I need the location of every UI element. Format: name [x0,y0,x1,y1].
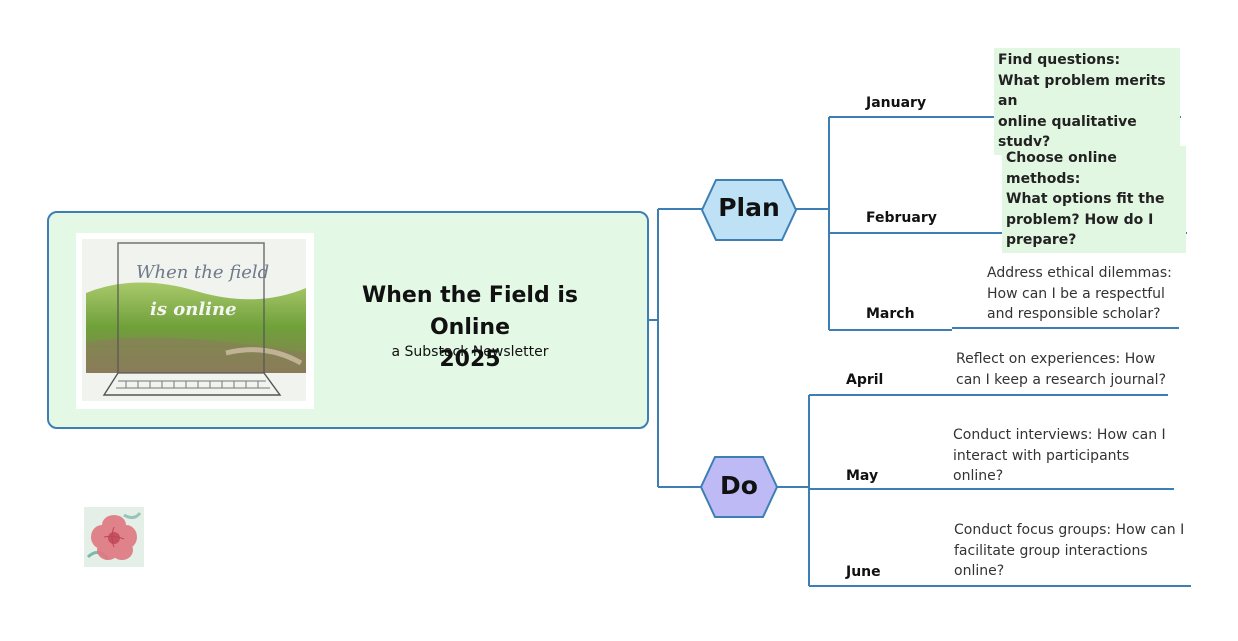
do-topic-label: Do [720,471,758,500]
central-title: When the Field is Online 2025 [320,280,620,376]
note-line: Address ethical dilemmas: [987,265,1172,281]
note-line: online? [954,563,1005,579]
note-april[interactable]: Reflect on experiences: How can I keep a… [956,349,1176,390]
note-line: and responsible scholar? [987,306,1161,322]
month-april[interactable]: April [846,372,884,388]
note-line: What options fit the [1006,191,1165,207]
connector-plan-children [795,116,968,331]
note-line: Conduct interviews: How can I [953,427,1166,443]
flower-icon [84,507,144,567]
note-line: What problem merits an [998,72,1166,110]
note-line: online? [953,468,1004,484]
note-line: How can I be a respectful [987,285,1165,302]
note-line: prepare? [1006,232,1077,248]
note-line: problem? How do I [1006,211,1154,228]
month-january[interactable]: January [866,95,927,111]
note-line: Find questions: [998,52,1121,68]
note-may[interactable]: Conduct interviews: How can I interact w… [953,425,1175,487]
note-line: Conduct focus groups: How can I [954,522,1185,538]
note-line: facilitate group interactions [954,542,1148,559]
connector-central-branches [649,208,703,488]
newsletter-cover-image: When the field is online [76,233,314,409]
connector-do-children [776,394,918,587]
note-february[interactable]: Choose online methods: What options fit … [1002,146,1186,253]
central-subtitle: a Substack Newsletter [391,344,549,360]
note-line: Reflect on experiences: How [956,351,1156,367]
note-january[interactable]: Find questions: What problem merits an o… [994,48,1180,155]
note-march[interactable]: Address ethical dilemmas: How can I be a… [987,263,1182,325]
central-title-line1: When the Field is Online [361,283,578,340]
cover-text-line2: is online [150,299,237,320]
note-line: can I keep a research journal? [956,371,1167,388]
cover-text-line1: When the field [136,262,269,283]
month-may[interactable]: May [846,468,879,484]
plan-topic-label: Plan [718,193,780,222]
month-june[interactable]: June [846,564,881,580]
month-february[interactable]: February [866,210,937,226]
note-line: interact with participants [953,447,1130,464]
do-topic-hexagon[interactable] [699,455,779,519]
central-title-line2: 2025 [439,347,501,372]
month-march[interactable]: March [866,306,915,322]
plan-topic-hexagon[interactable] [700,178,798,242]
note-line: Choose online methods: [1006,150,1117,187]
note-june[interactable]: Conduct focus groups: How can I facilita… [954,520,1190,582]
